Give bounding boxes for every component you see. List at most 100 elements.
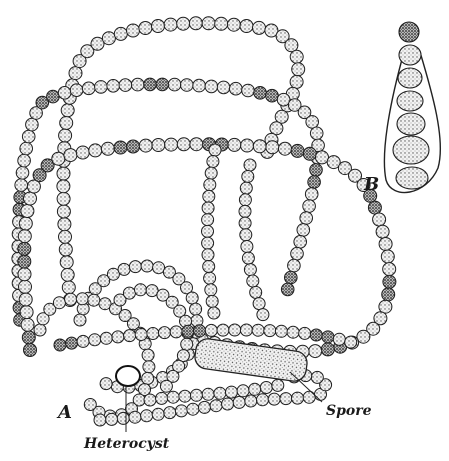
filament-cell xyxy=(167,391,179,403)
filament-cell xyxy=(165,138,178,151)
filament-cell xyxy=(379,238,392,251)
filament-cell xyxy=(15,179,28,192)
filament-cell xyxy=(135,284,147,296)
filament-cell xyxy=(76,293,88,305)
filament-cell xyxy=(18,255,31,268)
filament-cell xyxy=(240,182,252,194)
filament-cell xyxy=(18,242,31,255)
filament-cell xyxy=(57,205,70,218)
filament-cell xyxy=(144,394,156,406)
filament-cell xyxy=(61,268,74,281)
inset-cell xyxy=(397,113,425,135)
filament-cell xyxy=(240,229,252,241)
filament-cell xyxy=(186,292,198,304)
filament-cell xyxy=(124,330,136,342)
filament-cell xyxy=(383,263,396,276)
filament-cell xyxy=(141,260,153,272)
filament-cell xyxy=(131,78,144,91)
filament-cell xyxy=(152,139,165,152)
filament-cell xyxy=(252,324,264,336)
filament-cell xyxy=(22,331,35,344)
filament-cell xyxy=(279,142,292,155)
filament-cell xyxy=(19,293,32,306)
filament-cell xyxy=(199,401,211,413)
filament-cell xyxy=(294,236,307,249)
filament-cell xyxy=(270,122,283,135)
filament-cell xyxy=(321,343,334,356)
filament-cell xyxy=(141,410,153,422)
filament-cell xyxy=(58,87,71,100)
filament-cell xyxy=(310,127,323,140)
filament-cell xyxy=(240,324,252,336)
filament-cell xyxy=(229,324,241,336)
filament-cell xyxy=(242,84,255,97)
filament-cell xyxy=(66,337,78,349)
filament-cell xyxy=(89,334,101,346)
filament-cell xyxy=(287,326,299,338)
filament-cell xyxy=(237,385,249,397)
inset-filament-b xyxy=(384,22,440,193)
filament-cell xyxy=(59,129,72,142)
filament-cell xyxy=(297,224,310,237)
filament-cell xyxy=(139,139,152,152)
filament-cell xyxy=(170,326,182,338)
filament-cell xyxy=(135,329,147,341)
filament-cell xyxy=(22,130,35,143)
filament-cell xyxy=(383,275,396,288)
filament-cell xyxy=(152,408,164,420)
filament-cell xyxy=(381,250,394,263)
filament-cell xyxy=(245,395,257,407)
filament-cell xyxy=(202,388,214,400)
filament-cell xyxy=(257,309,269,321)
filament-cell xyxy=(53,297,65,309)
filament-cell xyxy=(291,247,304,260)
filament-cell xyxy=(95,81,108,94)
filament-cell xyxy=(65,293,77,305)
filament-cell xyxy=(164,407,176,419)
filament-cell xyxy=(114,141,127,154)
filament-cell xyxy=(253,21,266,34)
filament-cell xyxy=(205,167,217,179)
filament-cell xyxy=(310,164,323,177)
filament-cell xyxy=(190,138,203,151)
filament-cell xyxy=(114,27,127,40)
inset-cell xyxy=(396,167,428,189)
filament-cell xyxy=(189,17,202,30)
filament-cell xyxy=(20,142,33,155)
filament-cell xyxy=(275,325,287,337)
filament-cell xyxy=(202,237,214,249)
filament-cell xyxy=(100,378,112,390)
filament-cell xyxy=(129,261,141,273)
filament-cell xyxy=(244,264,256,276)
filament-cell xyxy=(106,413,118,425)
filament-cell xyxy=(19,280,32,293)
filament-cell xyxy=(77,335,89,347)
filament-cell xyxy=(253,140,266,153)
filament-cell xyxy=(292,392,304,404)
inset-cell-chain xyxy=(393,22,429,189)
filament-cell xyxy=(242,252,254,264)
filament-cell xyxy=(62,281,75,294)
filament-cell xyxy=(123,287,135,299)
filament-cell xyxy=(203,261,215,273)
filament-cell xyxy=(191,389,203,401)
filament-cell xyxy=(215,17,228,30)
filament-cell xyxy=(54,339,66,351)
filament-cell xyxy=(64,149,77,162)
filament-cell xyxy=(181,79,194,92)
filament-cell xyxy=(214,387,226,399)
filament-cell xyxy=(202,202,214,214)
filament-cell xyxy=(244,159,256,171)
filament-cell xyxy=(107,268,119,280)
filament-cell xyxy=(143,361,155,373)
filament-cell xyxy=(19,217,32,230)
filament-cell xyxy=(306,116,319,129)
filament-cell xyxy=(179,390,191,402)
filament-cell xyxy=(156,392,168,404)
filament-cell xyxy=(59,243,72,256)
filament-cell xyxy=(84,399,96,411)
filament-cell xyxy=(272,379,284,391)
filament-cell xyxy=(206,295,218,307)
filament-cell xyxy=(118,263,130,275)
filament-cell xyxy=(177,138,190,151)
